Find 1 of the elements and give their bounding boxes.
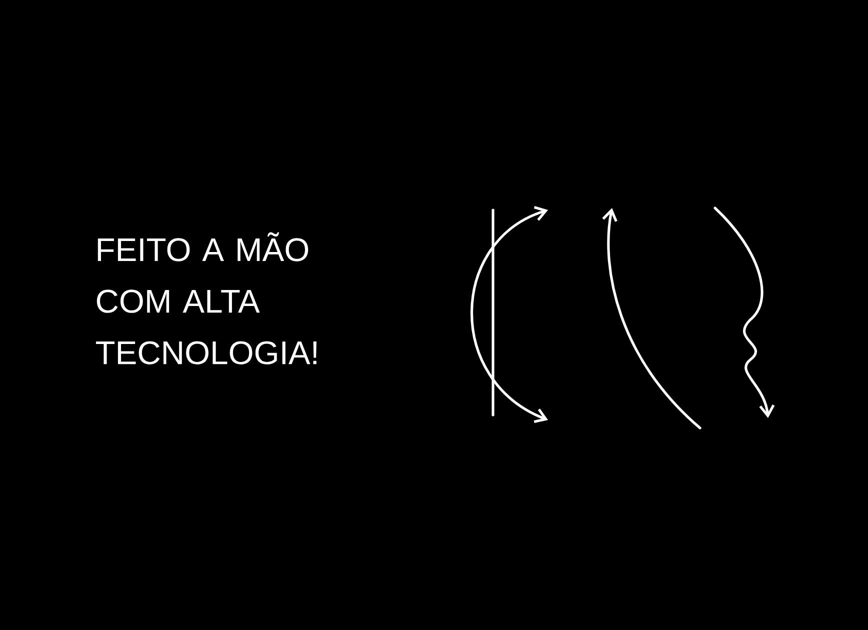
handwritten-slogan: FEITO A MÃO COM ALTA TECNOLOGIA! [96, 232, 316, 364]
